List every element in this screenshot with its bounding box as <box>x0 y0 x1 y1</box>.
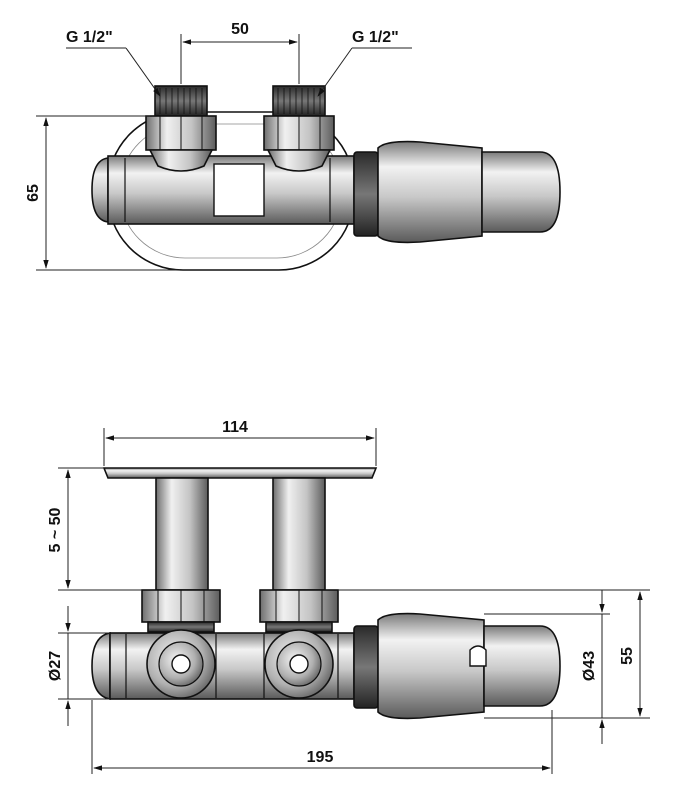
front-right-valve-cap <box>264 629 334 699</box>
height-label: 65 <box>25 184 42 202</box>
front-body-diameter-dimension: Ø27 <box>47 606 110 726</box>
top-valve-body <box>91 155 355 225</box>
front-wall-plate <box>102 467 378 479</box>
top-left-connector <box>145 85 217 172</box>
head-height-label: 55 <box>619 647 636 665</box>
front-head-height-dimension: 55 <box>338 589 650 719</box>
top-height-dimension: 65 <box>25 115 180 271</box>
front-thermostatic-head <box>353 612 561 720</box>
front-stem-dimension: 5 ~ 50 <box>47 467 142 591</box>
thread-left-label: G 1/2" <box>66 29 113 46</box>
front-left-valve-cap <box>146 629 216 699</box>
front-left-stem <box>155 477 209 591</box>
total-length-label: 195 <box>307 749 334 766</box>
spacing-label: 50 <box>231 21 249 38</box>
front-plate-dimension: 114 <box>103 419 377 466</box>
top-thermostatic-head <box>353 140 561 244</box>
front-left-nut <box>141 589 221 633</box>
plate-width-label: 114 <box>222 419 248 436</box>
head-diameter-label: Ø43 <box>581 651 598 681</box>
front-view: 114 5 ~ 50 Ø27 Ø43 <box>47 419 650 774</box>
front-right-stem <box>272 477 326 591</box>
stem-range-label: 5 ~ 50 <box>47 507 64 552</box>
thread-right-label: G 1/2" <box>352 29 399 46</box>
top-right-connector <box>263 85 335 172</box>
top-spacing-dimension: 50 <box>180 21 300 84</box>
front-total-length-dimension: 195 <box>91 700 553 774</box>
body-diameter-label: Ø27 <box>47 651 64 681</box>
top-thread-labels: G 1/2" G 1/2" <box>66 29 412 97</box>
top-view: 50 G 1/2" G 1/2" 65 <box>25 21 561 271</box>
front-right-nut <box>259 589 339 633</box>
